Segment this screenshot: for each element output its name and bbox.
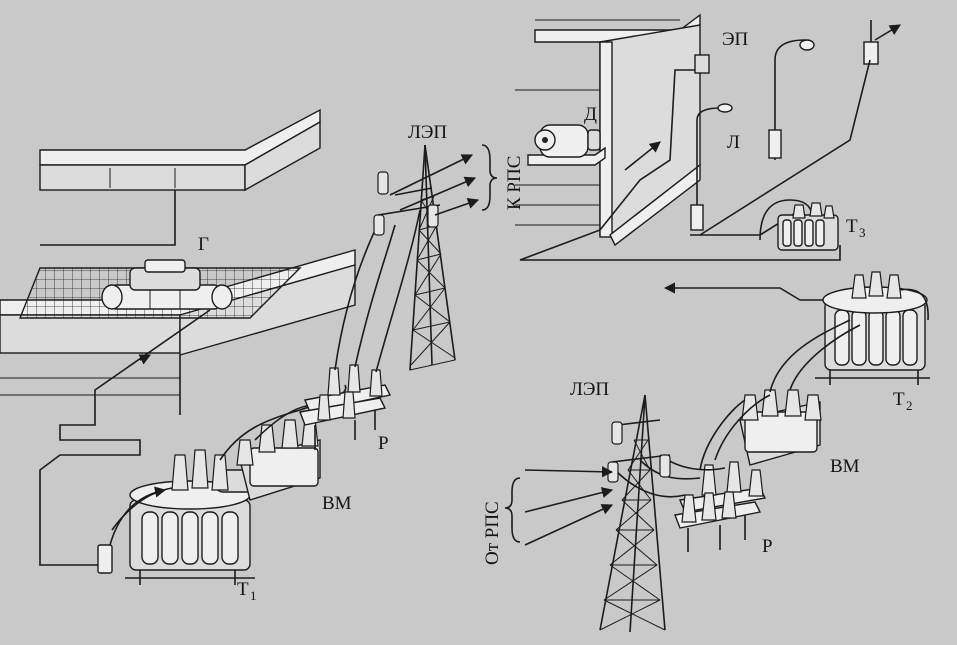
from-rps-label: От РПС <box>482 501 503 565</box>
motor-label: Д <box>584 104 597 125</box>
street-cable <box>699 59 871 236</box>
building-cable <box>519 69 841 261</box>
disconnector-right-label: Р <box>762 536 773 557</box>
breaker-left-label: ВМ <box>322 493 352 514</box>
motor <box>534 124 601 158</box>
lep-bottom-label: ЛЭП <box>570 379 609 400</box>
power-receiver-label: ЭП <box>722 29 749 50</box>
t1-label-sub: 1 <box>250 588 257 603</box>
pole-top-right <box>863 20 879 65</box>
to-rps-label: К РПС <box>504 156 525 210</box>
lep-top-label: ЛЭП <box>408 122 447 143</box>
to-rps-brace <box>481 144 498 211</box>
t3-label-sub: 3 <box>859 225 866 240</box>
transformer-t1 <box>97 449 256 585</box>
circuit-breaker-left <box>236 417 321 501</box>
disconnector-left-label: Р <box>378 433 389 454</box>
breaker-right-label: ВМ <box>830 456 860 477</box>
lamp-label: Л <box>727 132 740 153</box>
t1-label: Т <box>237 579 249 600</box>
t2-label-sub: 2 <box>906 398 913 413</box>
generator-cable <box>39 309 211 566</box>
from-rps-brace <box>504 477 521 543</box>
generator <box>101 259 233 310</box>
transformer-t3 <box>759 199 839 251</box>
generator-label: Г <box>198 234 209 255</box>
lep-tower-top <box>373 144 456 371</box>
t3-label: Т <box>846 216 858 237</box>
disconnector-right <box>674 461 767 552</box>
transformer-t2 <box>815 271 930 385</box>
lep-tower-bottom <box>599 394 671 633</box>
t2-label: Т <box>893 389 905 410</box>
lamp-tall <box>768 39 815 160</box>
circuit-breaker-right <box>739 389 822 466</box>
lamp-l <box>690 103 733 231</box>
